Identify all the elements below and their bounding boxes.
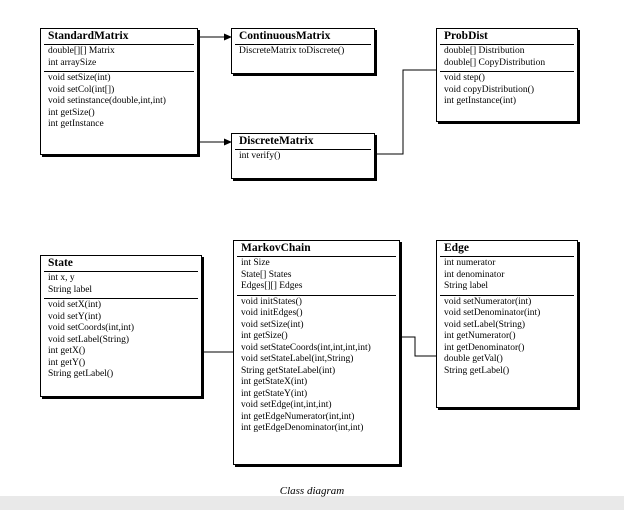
method: void step() — [444, 73, 485, 83]
class-name: Edge — [444, 242, 469, 254]
attribute: double[][] Matrix — [48, 46, 115, 56]
attributes-divider — [440, 294, 574, 296]
attribute: int denominator — [444, 269, 505, 280]
method: void setSize(int) — [241, 319, 304, 330]
methods-section: int verify() — [232, 150, 374, 165]
attribute: String label — [48, 284, 93, 295]
attributes-section: double[][] Matrix int arraySize — [41, 45, 197, 71]
class-continuousmatrix: ContinuousMatrix DiscreteMatrix toDiscre… — [231, 28, 375, 74]
class-name: DiscreteMatrix — [239, 135, 314, 147]
methods-section: DiscreteMatrix toDiscrete() — [232, 45, 374, 60]
link-markovchain-edge — [398, 336, 436, 357]
method: int getY() — [48, 357, 86, 368]
method: int getStateY(int) — [241, 388, 308, 399]
attributes-section: int x, y String label — [41, 272, 201, 298]
method: void initEdges() — [241, 308, 303, 318]
class-probdist: ProbDist double[] Distribution double[] … — [436, 28, 578, 122]
attribute: Edges[][] Edges — [241, 281, 303, 291]
link-state-markovchain — [199, 326, 233, 353]
method: void initStates() — [241, 296, 302, 307]
name-divider — [235, 44, 371, 45]
method: void setY(int) — [48, 311, 102, 322]
page-footer-strip — [0, 496, 624, 510]
class-name: ProbDist — [444, 30, 488, 42]
method: int verify() — [239, 151, 281, 161]
method: void setStateLabel(int,String) — [241, 354, 354, 364]
attributes-divider — [440, 71, 574, 72]
method: void setEdge(int,int,int) — [241, 400, 332, 410]
method: void setDenominator(int) — [444, 308, 541, 318]
methods-section: void setX(int) void setY(int) void setCo… — [41, 299, 201, 383]
attributes-section: int Size State[] States Edges[][] Edges — [234, 257, 399, 295]
attributes-section: double[] Distribution double[] CopyDistr… — [437, 45, 577, 71]
name-divider — [237, 256, 396, 257]
method: void setLabel(String) — [48, 334, 129, 345]
methods-section: void initStates() void initEdges() void … — [234, 296, 399, 437]
name-divider — [44, 271, 198, 272]
class-markovchain: MarkovChain int Size State[] States Edge… — [233, 240, 400, 465]
class-standardmatrix: StandardMatrix double[][] Matrix int arr… — [40, 28, 198, 155]
method: String getLabel() — [444, 365, 510, 376]
method: String getStateLabel(int) — [241, 365, 336, 376]
method: int getInstance — [48, 119, 104, 129]
method: int getEdgeDenominator(int,int) — [241, 423, 364, 433]
method: DiscreteMatrix toDiscrete() — [239, 46, 345, 56]
method: int getSize() — [241, 331, 288, 341]
class-name: State — [48, 257, 73, 269]
method: int getDenominator() — [444, 342, 525, 353]
method: double getVal() — [444, 354, 503, 364]
class-name: MarkovChain — [241, 242, 311, 254]
diagram-caption: Class diagram — [279, 485, 345, 497]
attribute: int Size — [241, 258, 270, 268]
link-discretematrix-probdist — [373, 69, 436, 155]
method: void setCoords(int,int) — [48, 323, 135, 333]
class-discretematrix: DiscreteMatrix int verify() — [231, 133, 375, 179]
name-divider — [440, 256, 574, 257]
method: void copyDistribution() — [444, 84, 534, 95]
attribute: int arraySize — [48, 57, 97, 68]
name-divider — [440, 44, 574, 45]
attribute: int x, y — [48, 273, 75, 283]
name-divider — [235, 149, 371, 150]
method: void setSize(int) — [48, 73, 111, 83]
method: void setLabel(String) — [444, 319, 525, 330]
class-edge: Edge int numerator int denominator Strin… — [436, 240, 578, 408]
method: int getStateX(int) — [241, 377, 308, 387]
attribute: double[] Distribution — [444, 46, 525, 56]
method: void setNumerator(int) — [444, 296, 532, 307]
methods-section: void setSize(int) void setCol(int[]) voi… — [41, 72, 197, 133]
method: void setinstance(double,int,int) — [48, 96, 166, 106]
method: int getInstance(int) — [444, 96, 517, 106]
method: void setCol(int[]) — [48, 84, 115, 95]
method: String getLabel() — [48, 369, 114, 379]
method: void setStateCoords(int,int,int,int) — [241, 342, 371, 353]
method: void setX(int) — [48, 300, 102, 310]
methods-section: void setNumerator(int) void setDenominat… — [437, 296, 577, 380]
class-name: ContinuousMatrix — [239, 30, 331, 42]
method: int getEdgeNumerator(int,int) — [241, 411, 355, 422]
attributes-divider — [44, 298, 198, 299]
attributes-divider — [237, 294, 396, 296]
attribute: String label — [444, 281, 489, 291]
method: int getSize() — [48, 107, 95, 118]
methods-section: void step() void copyDistribution() int … — [437, 72, 577, 110]
class-state: State int x, y String label void setX(in… — [40, 255, 202, 397]
attributes-section: int numerator int denominator String lab… — [437, 257, 577, 295]
attribute: int numerator — [444, 258, 496, 268]
method: int getNumerator() — [444, 331, 516, 341]
class-name: StandardMatrix — [48, 30, 129, 42]
name-divider — [44, 44, 194, 45]
method: int getX() — [48, 346, 86, 356]
attribute: double[] CopyDistribution — [444, 57, 546, 68]
attribute: State[] States — [241, 269, 292, 280]
attributes-divider — [44, 71, 194, 72]
